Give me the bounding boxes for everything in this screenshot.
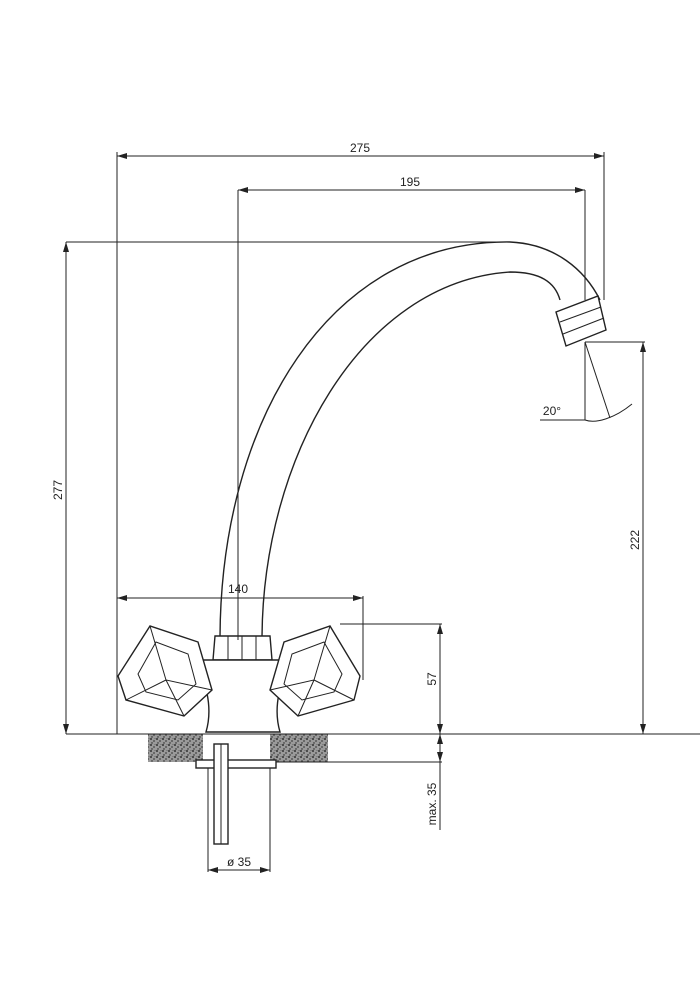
right-handle	[269, 625, 361, 717]
dim-275-arrow-left	[117, 153, 127, 159]
dim-195-arrow-right	[575, 187, 585, 193]
label-275: 275	[350, 141, 370, 155]
dim-275-arrow-right	[594, 153, 604, 159]
spout-outer	[219, 241, 601, 641]
faucet-outline	[117, 241, 607, 845]
dim-277-arrow-top	[63, 242, 69, 252]
left-handle-outer	[117, 625, 213, 717]
angle-inclined	[584, 341, 611, 419]
dim-222-arrow-bottom	[640, 724, 646, 734]
dim-222-arrow-top	[640, 342, 646, 352]
dim-dia35-arrow-left	[208, 867, 218, 873]
dimension-lines	[63, 153, 646, 873]
countertop-left	[148, 734, 203, 762]
angle-arc	[584, 403, 633, 422]
label-195: 195	[400, 175, 420, 189]
dim-140-arrow-right	[353, 595, 363, 601]
aerator	[555, 295, 607, 347]
countertop-right	[270, 734, 328, 762]
label-angle: 20°	[543, 404, 561, 418]
label-140: 140	[228, 582, 248, 596]
label-222: 222	[628, 530, 642, 550]
extension-lines	[66, 152, 700, 872]
left-handle-inner	[137, 641, 197, 701]
dim-57-arrow-bottom	[437, 724, 443, 734]
dim-max35-arrow-top	[437, 734, 443, 744]
dim-140-arrow-left	[117, 595, 127, 601]
aerator-ring	[559, 306, 602, 323]
mounting-flange	[195, 759, 277, 769]
spout-inner	[261, 271, 561, 641]
right-handle-outer	[269, 625, 361, 717]
label-dia35: ø 35	[227, 855, 251, 869]
left-handle	[117, 625, 213, 717]
dim-max35-arrow-bottom	[437, 752, 443, 762]
right-handle-inner	[283, 641, 343, 701]
dimension-labels: 275 195 277 222 140 57 max. 35 ø 35 20°	[51, 141, 642, 869]
dim-57-arrow-top	[437, 624, 443, 634]
label-max35: max. 35	[425, 782, 439, 825]
label-57: 57	[425, 672, 439, 686]
dim-dia35-arrow-right	[260, 867, 270, 873]
dim-277-arrow-bottom	[63, 724, 69, 734]
dim-195-arrow-left	[238, 187, 248, 193]
aerator-ring-2	[562, 317, 605, 335]
label-277: 277	[51, 480, 65, 500]
